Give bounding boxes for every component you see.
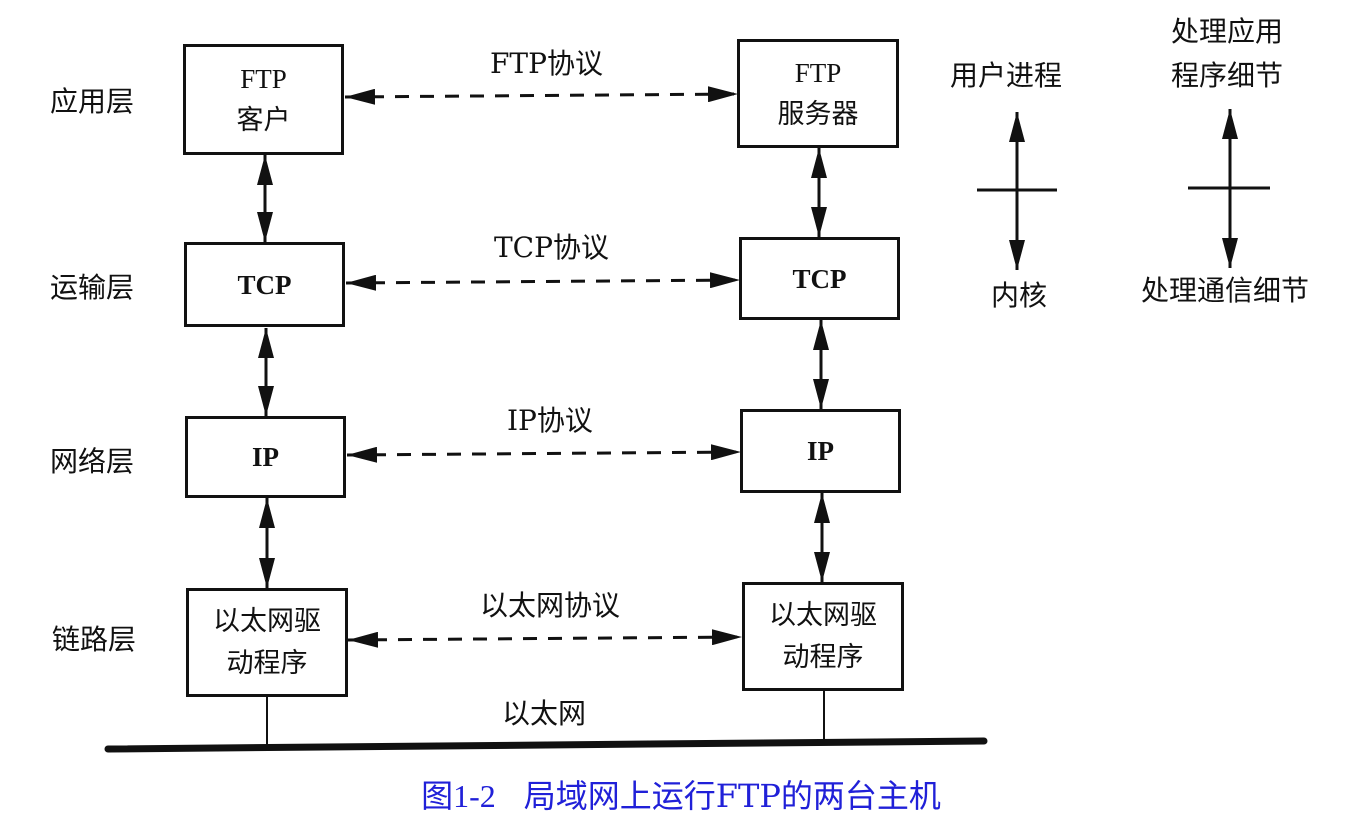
ethernet-bus [104,737,988,753]
ftp-protocol-arrow [344,86,739,105]
figure-caption: 图1-2 局域网上运行FTP的两台主机 [0,780,1362,812]
ethernet-protocol-label: 以太网协议 [480,589,621,622]
legend-app-details-line1: 处理应用 [1171,15,1284,48]
figure-number: 图1-2 [421,778,496,814]
client-ftp-box: FTP 客户 [183,44,344,155]
legend-user-process-label: 用户进程 [950,59,1063,92]
ip-protocol-arrow [346,444,742,463]
ftp-protocol-label: FTP协议 [490,47,603,80]
server-ip-label: IP [807,436,834,466]
client-tcp-label: TCP [237,269,292,300]
server-driver-line1: 以太网驱 [769,599,877,631]
tcp-protocol-label: TCP协议 [494,231,609,264]
client-ip-box: IP [185,416,346,498]
client-driver-line1: 以太网驱 [213,605,321,637]
legend-app-details-line2: 程序细节 [1171,59,1284,92]
server-ftp-line2: 服务器 [777,98,859,130]
tcp-protocol-arrow [345,272,741,291]
ethernet-medium-label: 以太网 [502,697,587,730]
server-tcp-label: TCP [792,263,847,294]
server-ip-box: IP [740,409,901,493]
ip-protocol-label: IP协议 [507,404,593,437]
client-ftp-line2: 客户 [236,104,291,136]
layer-label-transport: 运输层 [50,271,135,304]
layer-label-network: 网络层 [50,445,135,478]
client-ip-label: IP [252,442,279,472]
server-ftp-box: FTP 服务器 [737,39,899,148]
client-ftp-line1: FTP [240,63,287,94]
server-tcp-box: TCP [739,237,900,320]
server-ftp-line1: FTP [794,57,842,88]
figure-title: 局域网上运行FTP的两台主机 [523,777,941,815]
server-driver-line2: 动程序 [782,641,864,673]
ethernet-protocol-arrow [347,629,743,648]
layer-label-link: 链路层 [52,623,137,656]
client-ethernet-driver-box: 以太网驱 动程序 [186,588,348,697]
legend-kernel-label: 内核 [991,279,1048,312]
client-driver-line2: 动程序 [226,647,308,679]
legend-comm-details-label: 处理通信细节 [1141,274,1310,307]
layer-label-application: 应用层 [50,85,135,118]
client-tcp-box: TCP [184,242,345,327]
server-ethernet-driver-box: 以太网驱 动程序 [742,582,904,691]
